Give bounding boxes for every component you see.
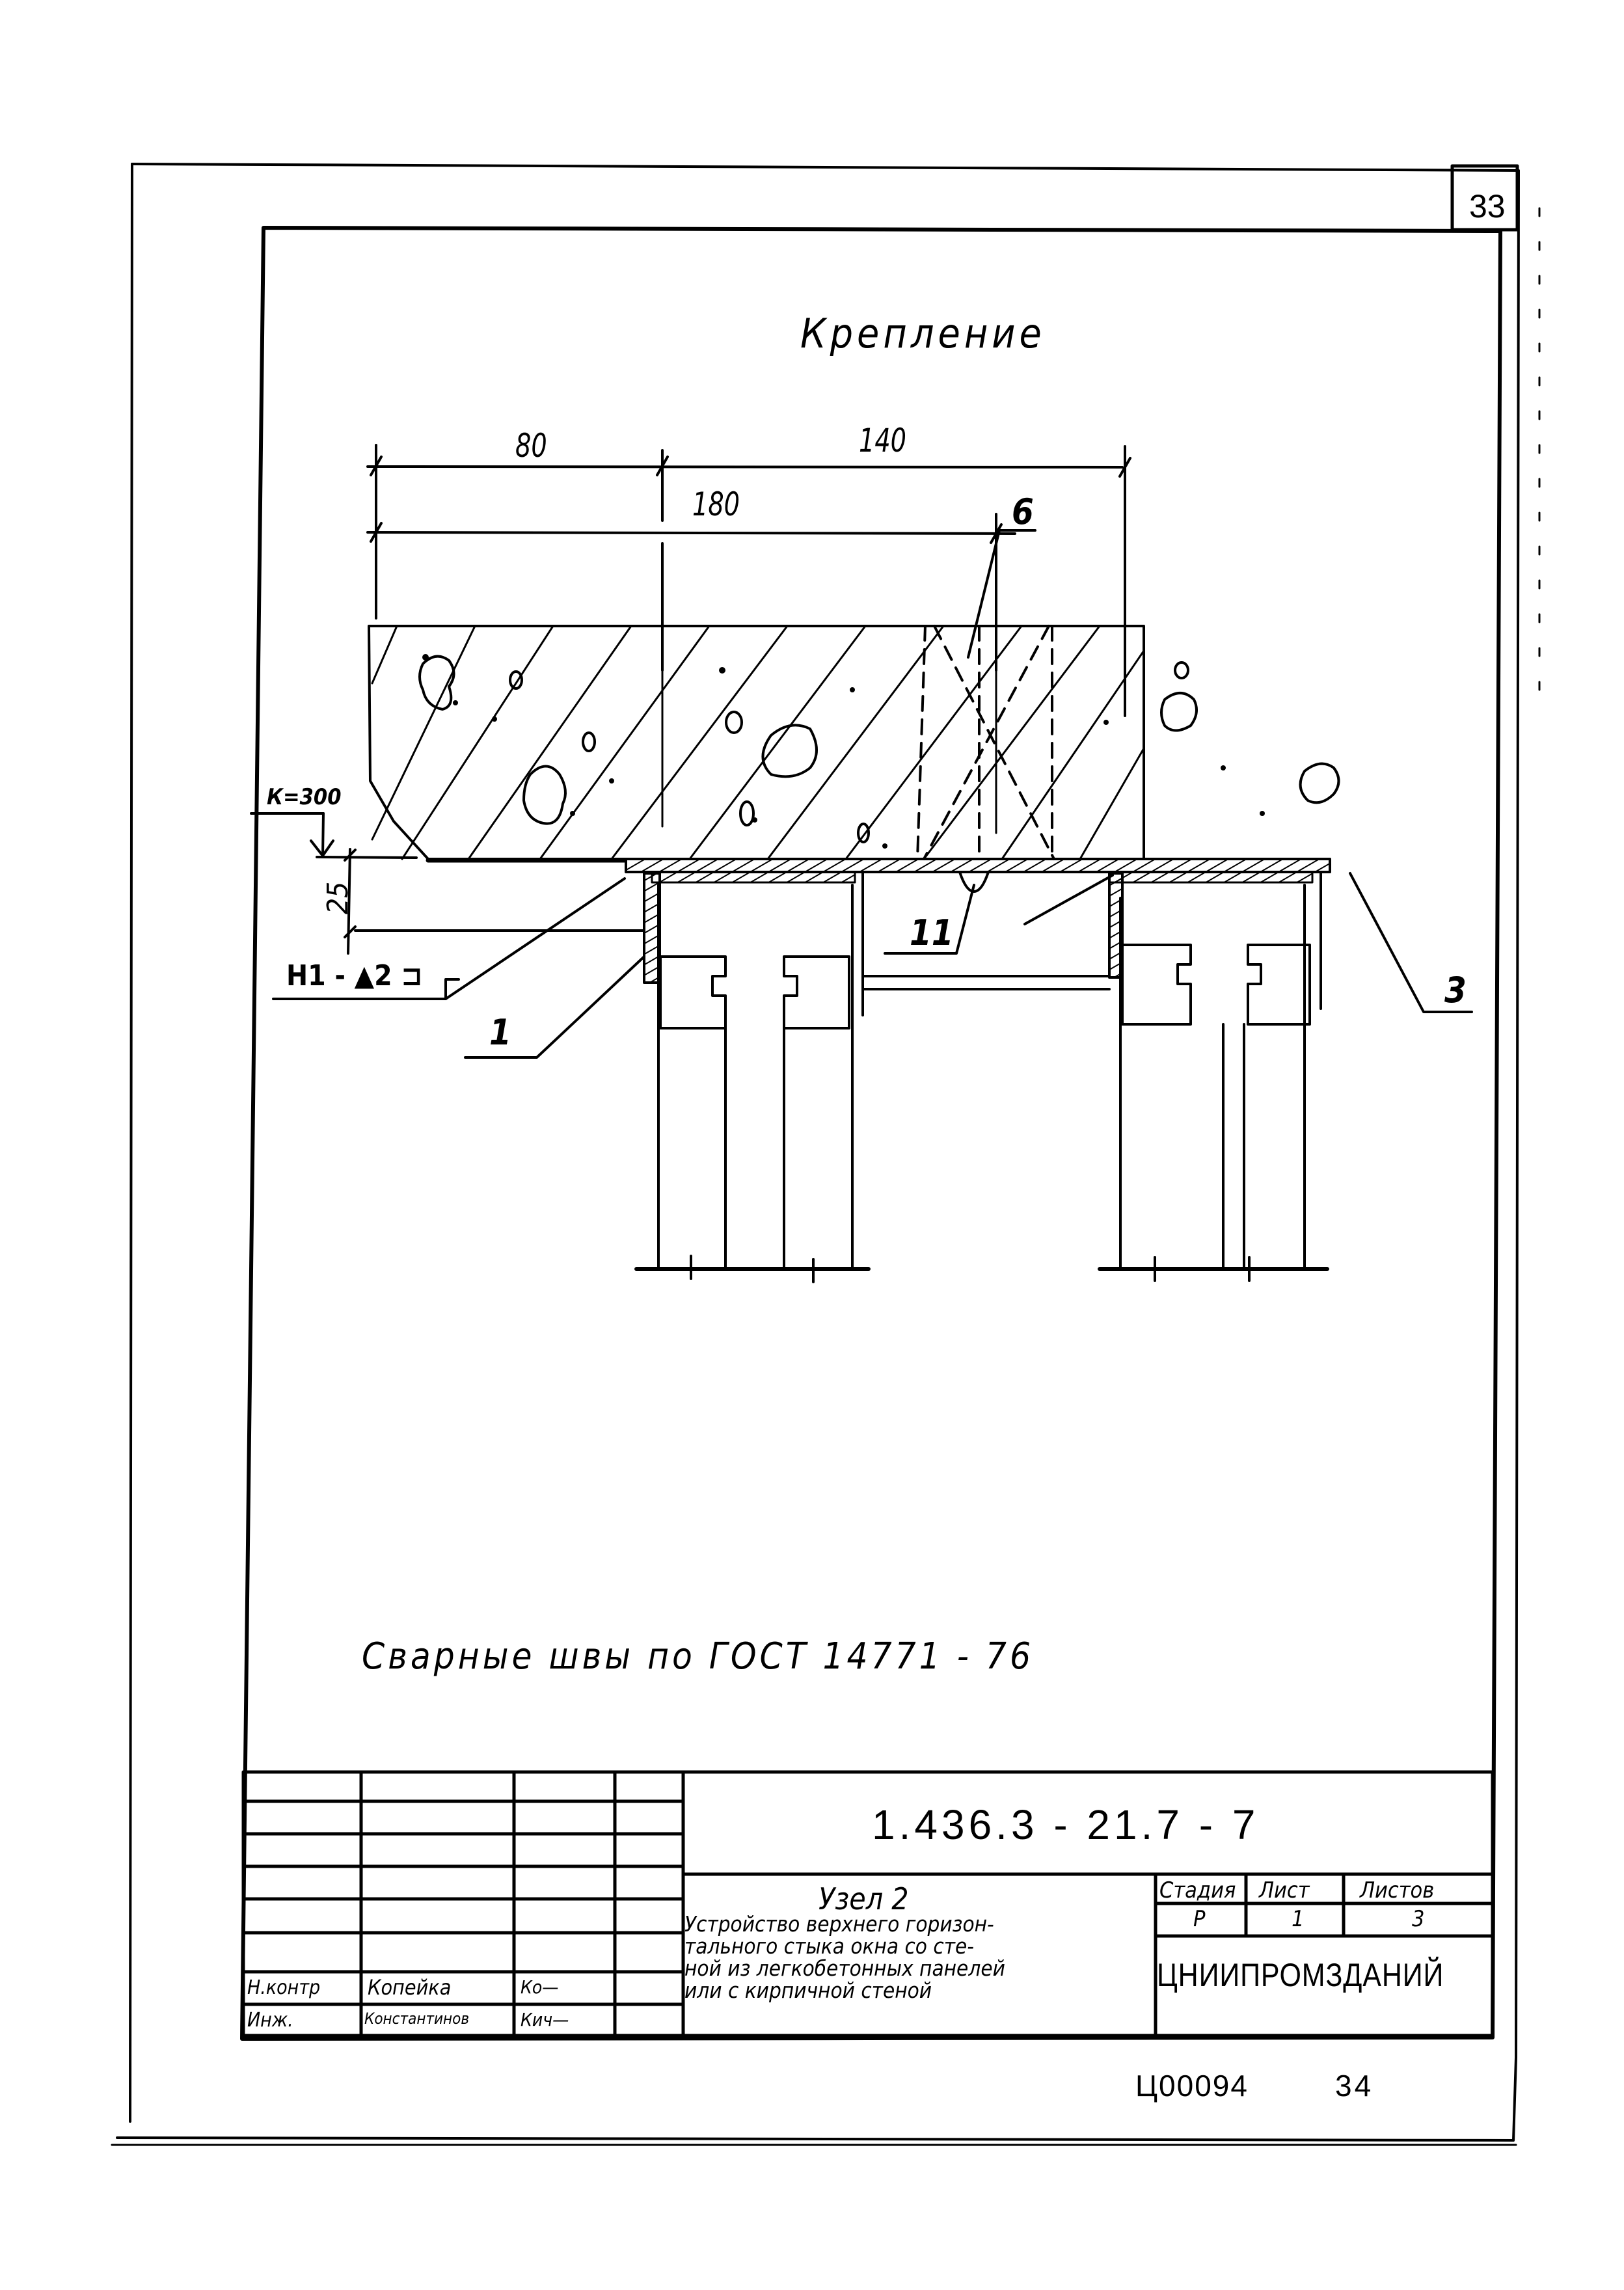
- archive-page: 34: [1335, 2069, 1374, 2103]
- concrete-lintel: [368, 625, 1340, 863]
- description-line: тального стыка окна со сте-: [684, 1933, 974, 1959]
- sheets-value: 3: [1412, 1906, 1425, 1932]
- weld-symbol-label: Н1 - ▲2 ⊐: [286, 959, 423, 992]
- outer-border: [116, 163, 1541, 2142]
- dimension-25: 25: [321, 881, 355, 914]
- organization-name: ЦНИИПРОМЗДАНИЙ: [1157, 1957, 1444, 1993]
- node-description: Устройство верхнего горизон- тального ст…: [684, 1913, 1159, 2002]
- signature-role: Н.контр: [247, 1976, 321, 1999]
- callout-11: 11: [910, 912, 954, 953]
- signature-mark: Ко—: [521, 1976, 559, 1998]
- description-line: или с кирпичной стеной: [684, 1978, 932, 2003]
- description-line: Устройство верхнего горизон-: [684, 1911, 994, 1937]
- callout-6: 6: [1012, 491, 1034, 532]
- dimension-140: 140: [859, 422, 906, 459]
- page-number: 33: [1469, 188, 1506, 225]
- sheets-header: Листов: [1360, 1877, 1435, 1903]
- leader-lines: [272, 529, 1473, 1059]
- mounting-plate: [625, 858, 1331, 884]
- level-mark-label: К=300: [267, 784, 342, 810]
- sheet-title: Крепление: [800, 310, 1046, 357]
- archive-code: Ц00094: [1135, 2069, 1249, 2103]
- document-code: 1.436.3 - 21.7 - 7: [872, 1801, 1260, 1848]
- callout-3: 3: [1444, 970, 1467, 1011]
- stage-value: Р: [1193, 1906, 1206, 1932]
- title-block-grid: [241, 1770, 1495, 2038]
- signature-mark: Кич—: [521, 2009, 569, 2030]
- sheet-value: 1: [1292, 1906, 1305, 1932]
- dimension-80: 80: [515, 427, 547, 465]
- window-profile-left: [634, 872, 1111, 1283]
- window-profile-right: [1098, 872, 1329, 1282]
- callout-1: 1: [489, 1012, 511, 1053]
- signature-role: Инж.: [247, 2009, 293, 2032]
- signature-name: Копейка: [368, 1975, 452, 2000]
- signature-name: Константинов: [364, 2010, 470, 2028]
- sheet-header: Лист: [1259, 1877, 1310, 1903]
- dimension-180: 180: [692, 485, 740, 523]
- dimension-lines: [366, 444, 1131, 717]
- stage-header: Стадия: [1159, 1877, 1236, 1903]
- level-mark: [250, 812, 334, 857]
- description-line: ной из легкобетонных панелей: [684, 1956, 1005, 1981]
- reference-lines: [316, 848, 645, 955]
- node-title: Узел 2: [819, 1881, 909, 1916]
- weld-standard-note: Сварные швы по ГОСТ 14771 - 76: [362, 1635, 1034, 1678]
- inner-frame: [240, 226, 1502, 2041]
